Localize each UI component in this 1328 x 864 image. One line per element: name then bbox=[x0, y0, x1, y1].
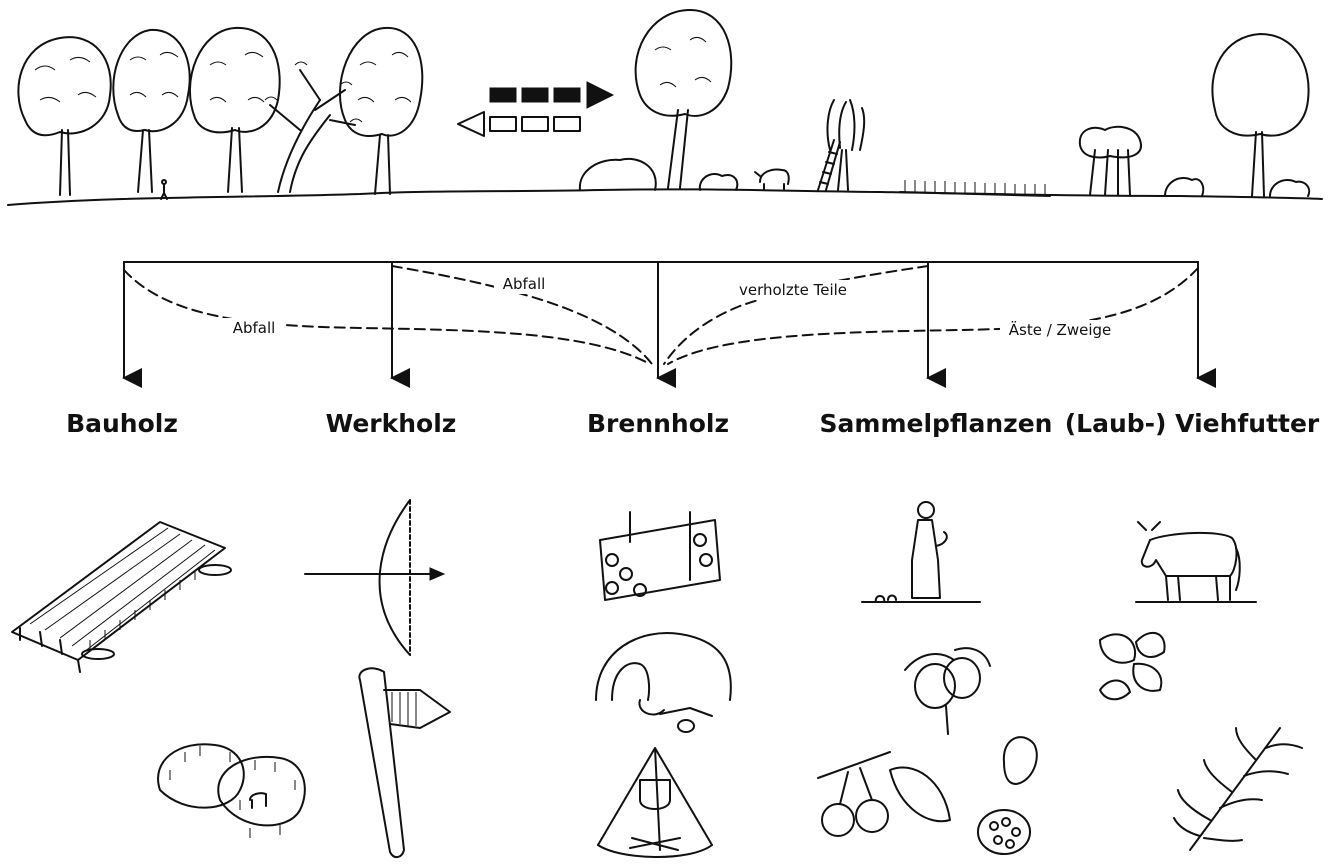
flow-label-aeste-zweige: Äste / Zweige bbox=[1009, 320, 1111, 339]
pollarded-tree-with-ladder bbox=[818, 100, 864, 190]
flow-label-abfall-2: Abfall bbox=[503, 275, 546, 293]
flow-diagram: Abfall Abfall verholzte Teile Äste / Zwe… bbox=[124, 262, 1198, 378]
forest-tree-2 bbox=[113, 30, 189, 192]
solitary-tree bbox=[1212, 34, 1308, 196]
forest-tree-3 bbox=[190, 28, 280, 192]
category-label-brennholz: Brennholz bbox=[587, 409, 729, 438]
single-tree bbox=[636, 10, 732, 188]
flow-label-verholzte-teile: verholzte Teile bbox=[739, 281, 847, 299]
fence-hedge bbox=[900, 180, 1050, 196]
shrub bbox=[580, 159, 737, 190]
ash-branch-illustration bbox=[1174, 728, 1302, 850]
category-label-werkholz: Werkholz bbox=[326, 409, 457, 438]
cow-illustration bbox=[1136, 522, 1256, 602]
dashed-flow-bauholz bbox=[124, 270, 650, 364]
hazelnut-illustration bbox=[905, 648, 990, 734]
category-labels: Bauholz Werkholz Brennholz Sammelpflanze… bbox=[66, 409, 1320, 438]
axe-illustration bbox=[359, 668, 450, 857]
forest-tree-1 bbox=[18, 37, 110, 195]
forest-tree-5 bbox=[340, 28, 422, 194]
longhouse-illustration bbox=[12, 522, 231, 672]
beechnut-illustration bbox=[1004, 737, 1037, 784]
raspberry-illustration bbox=[978, 810, 1030, 854]
fruit-branch-illustration bbox=[818, 752, 950, 836]
woodpile-illustration bbox=[600, 512, 720, 600]
campfire-illustration bbox=[598, 748, 712, 857]
grazing-animal bbox=[755, 170, 789, 191]
category-label-sammelpflanzen: Sammelpflanzen bbox=[820, 409, 1053, 438]
coppice-trees bbox=[1080, 127, 1141, 195]
oven-illustration bbox=[596, 633, 731, 732]
leaf-branch-illustration bbox=[1100, 633, 1165, 699]
bow-illustration bbox=[305, 500, 444, 655]
category-label-bauholz: Bauholz bbox=[66, 409, 178, 438]
landscape-strip bbox=[8, 10, 1322, 205]
forest-regrowth-arrow bbox=[458, 112, 580, 136]
flow-label-abfall-1: Abfall bbox=[233, 319, 276, 337]
person-figure bbox=[161, 180, 167, 199]
small-shrub bbox=[1165, 178, 1309, 196]
forest-clearing-arrow bbox=[490, 82, 613, 108]
gatherer-illustration bbox=[862, 502, 980, 602]
fenced-enclosure-illustration bbox=[158, 744, 305, 838]
category-label-viehfutter: (Laub-) Viehfutter bbox=[1065, 409, 1320, 438]
ground-line bbox=[8, 189, 1322, 205]
